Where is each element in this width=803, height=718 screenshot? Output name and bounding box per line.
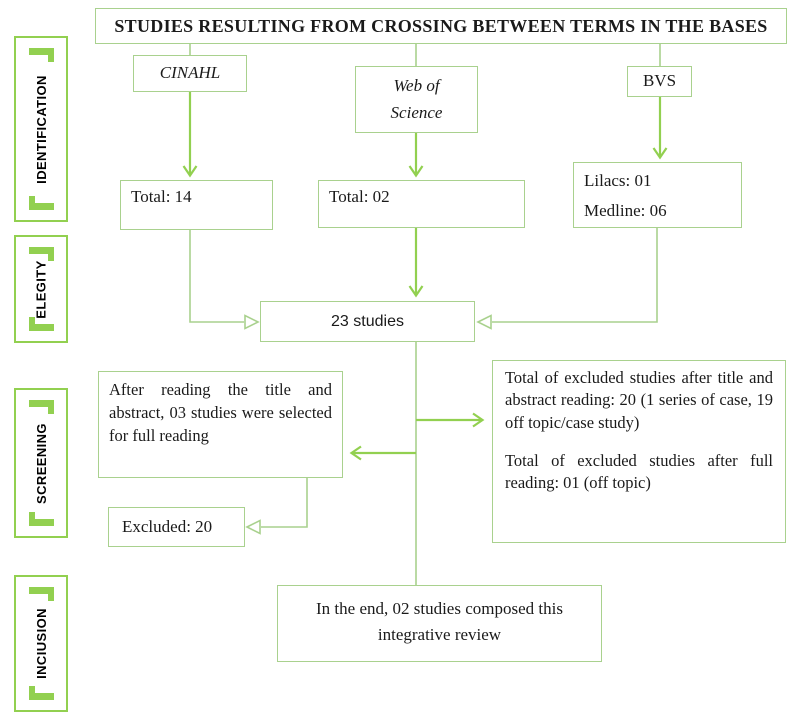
excluded-count-label: Excluded: 20 bbox=[122, 516, 213, 536]
excluded-detail-paragraph2: Total of excluded studies after full rea… bbox=[505, 450, 773, 493]
total-cinahl-label: Total: 14 bbox=[131, 187, 192, 206]
connector-lilacs-to-combined bbox=[492, 228, 658, 323]
web-of-science-line2: Science bbox=[390, 102, 443, 122]
bracket-top-decoration bbox=[29, 400, 54, 414]
stage-inclusion-label: INCIUSION bbox=[33, 608, 49, 679]
box-excluded-count: Excluded: 20 bbox=[108, 507, 245, 547]
stage-inclusion: INCIUSION bbox=[14, 575, 68, 712]
box-total-wos: Total: 02 bbox=[318, 180, 525, 228]
box-total-cinahl: Total: 14 bbox=[120, 180, 273, 230]
arrowhead-total02-down bbox=[408, 285, 424, 298]
excluded-detail-paragraph1: Total of excluded studies after title an… bbox=[505, 368, 773, 432]
connector-total14-to-combined bbox=[189, 230, 244, 323]
bracket-top-decoration bbox=[29, 48, 54, 62]
bracket-bottom-decoration bbox=[29, 317, 54, 331]
stage-screening-label: SCREENING bbox=[33, 422, 49, 504]
stage-screening: SCREENING bbox=[14, 388, 68, 538]
web-of-science-label: Web of Science bbox=[391, 73, 443, 126]
stage-elegity: ELEGITY bbox=[14, 235, 68, 343]
medline-count: Medline: 06 bbox=[584, 200, 667, 220]
stage-identification: IDENTIFICATION bbox=[14, 36, 68, 222]
diagram-title-text: STUDIES RESULTING FROM CROSSING BETWEEN … bbox=[114, 15, 768, 36]
box-selected-for-full-reading: After reading the title and abstract, 03… bbox=[98, 371, 343, 478]
stage-elegity-label: ELEGITY bbox=[33, 259, 49, 319]
arrowhead-wos-down bbox=[408, 165, 424, 178]
box-conclusion: In the end, 02 studies composed this int… bbox=[277, 585, 602, 662]
bracket-bottom-decoration bbox=[29, 512, 54, 526]
arrowhead-cinahl-down bbox=[182, 165, 198, 178]
arrowhead-to-left-screen bbox=[349, 445, 362, 461]
bvs-label: BVS bbox=[642, 71, 677, 91]
lilacs-count: Lilacs: 01 bbox=[584, 171, 652, 190]
web-of-science-line1: Web of bbox=[393, 76, 440, 96]
box-cinahl: CINAHL bbox=[133, 55, 247, 92]
box-web-of-science: Web of Science bbox=[355, 66, 478, 133]
conclusion-text: In the end, 02 studies composed this int… bbox=[316, 599, 563, 644]
diagram-title: STUDIES RESULTING FROM CROSSING BETWEEN … bbox=[95, 8, 787, 44]
hollow-arrowhead-into-combined-left bbox=[244, 314, 260, 330]
cinahl-label: CINAHL bbox=[159, 63, 221, 83]
bracket-bottom-decoration bbox=[29, 196, 54, 210]
connector-selected-to-excluded bbox=[261, 478, 308, 528]
box-excluded-detail: Total of excluded studies after title an… bbox=[492, 360, 786, 543]
selected-text: After reading the title and abstract, 03… bbox=[109, 380, 332, 446]
box-bvs: BVS bbox=[627, 66, 692, 97]
bracket-top-decoration bbox=[29, 247, 54, 261]
arrowhead-bvs-down bbox=[652, 147, 668, 160]
total-wos-label: Total: 02 bbox=[329, 187, 390, 206]
bracket-bottom-decoration bbox=[29, 686, 54, 700]
hollow-arrowhead-into-excluded bbox=[245, 519, 261, 535]
stage-identification-label: IDENTIFICATION bbox=[33, 74, 49, 184]
box-combined-studies: 23 studies bbox=[260, 301, 475, 342]
bracket-top-decoration bbox=[29, 587, 54, 601]
box-bvs-breakdown: Lilacs: 01 Medline: 06 bbox=[573, 162, 742, 228]
hollow-arrowhead-into-combined-right bbox=[476, 314, 492, 330]
arrowhead-to-right-screen bbox=[472, 412, 485, 428]
combined-studies-label: 23 studies bbox=[331, 312, 404, 330]
